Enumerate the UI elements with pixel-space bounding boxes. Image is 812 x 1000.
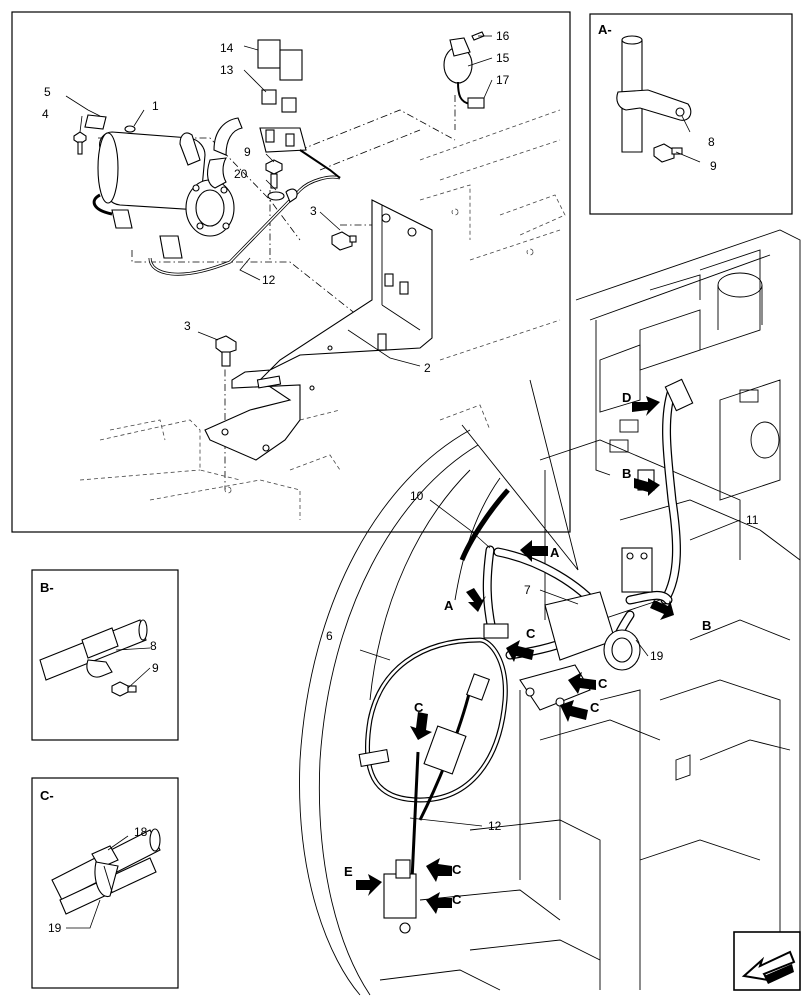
callout-12: 12: [488, 819, 502, 833]
callout-13: 13: [220, 63, 234, 77]
callout-6: 6: [326, 629, 333, 643]
callout-14: 14: [220, 41, 234, 55]
detail-a-title: A-: [598, 22, 612, 37]
detail-c-frame: [31, 777, 179, 989]
cab-door-outline: [299, 429, 510, 996]
relays: [257, 39, 341, 179]
leader-lines: [65, 35, 741, 929]
callout-9: 9: [710, 159, 717, 173]
callout-5: 5: [44, 85, 51, 99]
view-arrow-c4: [410, 712, 432, 740]
callout-10: 10: [410, 489, 424, 503]
view-arrow-d: [632, 396, 660, 416]
view-arrows: [356, 396, 674, 914]
exploded-frame-background: [79, 109, 566, 520]
view-label-b1: B: [702, 618, 711, 633]
callout-4: 4: [42, 107, 49, 121]
view-arrow-b1: [650, 600, 674, 620]
callout-9: 9: [244, 145, 251, 159]
callout-1: 1: [152, 99, 159, 113]
callout-3: 3: [184, 319, 191, 333]
view-label-c2: C: [598, 676, 608, 691]
view-arrow-c5: [426, 858, 452, 882]
bracket: [204, 199, 433, 461]
callout-17: 17: [496, 73, 510, 87]
view-arrow-c2: [568, 672, 596, 694]
detail-a-frame: [589, 13, 793, 215]
callout-11: 11: [746, 513, 759, 527]
fasteners: [215, 159, 357, 367]
detail-b-drawing: [39, 619, 148, 697]
detail-c-drawing: [51, 828, 161, 915]
direction-arrow-icon: [733, 931, 801, 991]
callout-7: 7: [524, 583, 531, 597]
view-arrow-a2: [466, 588, 486, 612]
assembly-center-lines: [98, 95, 456, 490]
view-label-b2: B: [622, 466, 631, 481]
view-label-a2: A: [444, 598, 454, 613]
view-label-c6: C: [452, 892, 462, 907]
fuel-pump: [73, 114, 341, 276]
view-pointer-lines: [461, 379, 579, 571]
callout-15: 15: [496, 51, 510, 65]
view-arrow-e: [356, 874, 382, 896]
callout-12: 12: [262, 273, 276, 287]
callout-18: 18: [134, 825, 148, 839]
view-arrow-b2: [634, 478, 660, 496]
callout-19: 19: [650, 649, 664, 663]
detail-c-title: C-: [40, 788, 54, 803]
view-label-d: D: [622, 390, 631, 405]
view-label-c4: C: [414, 700, 424, 715]
detail-b-frame: [31, 569, 179, 741]
view-arrow-c1: [506, 640, 534, 662]
callout-8: 8: [708, 135, 715, 149]
machine-frame: [379, 229, 801, 991]
detail-a-drawing: [616, 35, 692, 163]
callout-19: 19: [48, 921, 62, 935]
callout-2: 2: [424, 361, 431, 375]
view-label-e: E: [344, 864, 353, 879]
callout-labels: 1 2 3 3 4 5 6 7 8 8 9 9 9 10 11 12 12 13…: [42, 29, 759, 935]
view-label-c5: C: [452, 862, 462, 877]
callout-20: 20: [234, 167, 248, 181]
view-arrow-labels: A A B B C C C C C C D E: [344, 390, 711, 907]
view-arrow-c6: [426, 892, 452, 914]
exploded-view-frame: [11, 11, 571, 533]
view-label-c1: C: [526, 626, 536, 641]
callout-8: 8: [150, 639, 157, 653]
callout-16: 16: [496, 29, 510, 43]
fuse-holder: [443, 31, 485, 109]
callout-9: 9: [152, 661, 159, 675]
view-label-c3: C: [590, 700, 600, 715]
view-arrow-c3: [560, 700, 588, 722]
detail-b-title: B-: [40, 580, 54, 595]
view-arrow-a1: [520, 540, 548, 562]
callout-3: 3: [310, 204, 317, 218]
view-label-a1: A: [550, 545, 560, 560]
detail-view-titles: A- B- C-: [40, 22, 612, 803]
